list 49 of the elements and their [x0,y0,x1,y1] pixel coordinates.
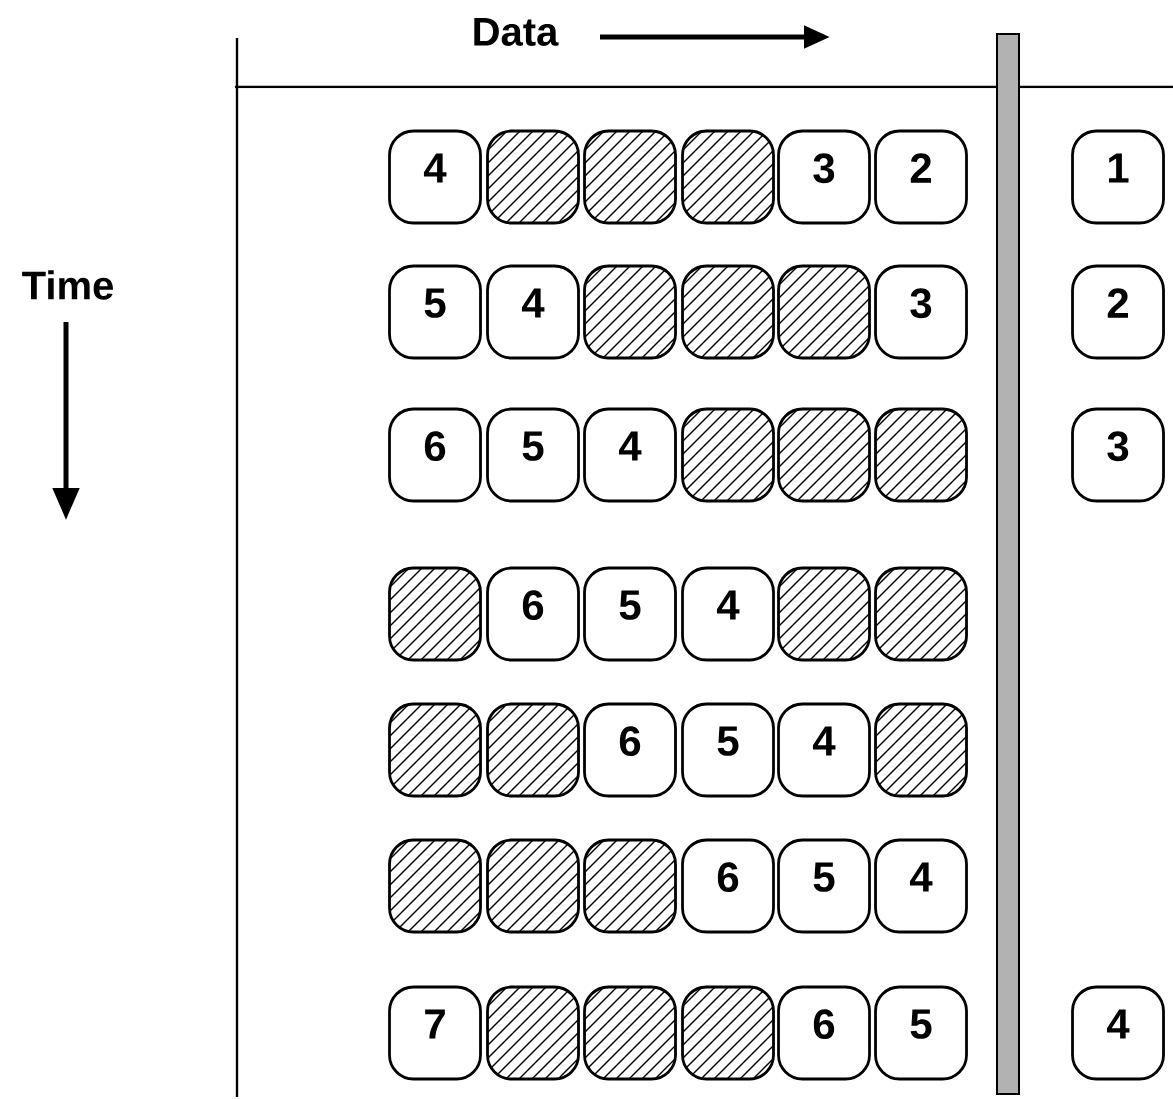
number-cell: 1 [1071,129,1165,225]
hatched-cell [486,129,580,225]
axis-label: Time [22,270,113,300]
hatched-cell [583,838,677,934]
hatched-cell [583,985,677,1081]
number-cell: 5 [583,566,677,662]
number-cell: 5 [486,407,580,503]
hatched-cell [777,407,871,503]
number-cell: 6 [777,985,871,1081]
hatched-cell [681,264,775,360]
number-cell: 3 [1071,407,1165,503]
number-cell: 3 [874,264,968,360]
number-cell: 4 [486,264,580,360]
number-cell: 6 [486,566,580,662]
hatched-cell [388,838,482,934]
hatched-cell [681,129,775,225]
number-cell: 4 [583,407,677,503]
number-cell: 6 [681,838,775,934]
hatched-cell [486,838,580,934]
number-cell: 3 [777,129,871,225]
number-cell: 5 [874,985,968,1081]
hatched-cell [583,129,677,225]
hatched-cell [486,702,580,798]
hatched-cell [874,407,968,503]
number-cell: 4 [874,838,968,934]
axis-label: Data [474,18,559,46]
hatched-cell [486,985,580,1081]
number-cell: 4 [777,702,871,798]
number-cell: 2 [874,129,968,225]
number-cell: 4 [1071,985,1165,1081]
hatched-cell [388,566,482,662]
number-cell: 5 [388,264,482,360]
hatched-cell [777,566,871,662]
number-cell: 6 [583,702,677,798]
number-cell: 5 [777,838,871,934]
hatched-cell [583,264,677,360]
number-cell: 5 [681,702,775,798]
hatched-cell [681,407,775,503]
hatched-cell [681,985,775,1081]
number-cell: 7 [388,985,482,1081]
number-cell: 6 [388,407,482,503]
hatched-cell [388,702,482,798]
number-cell: 2 [1071,264,1165,360]
hatched-cell [874,566,968,662]
number-cell: 4 [681,566,775,662]
shaded-bar [996,33,1020,1095]
number-cell: 4 [388,129,482,225]
hatched-cell [874,702,968,798]
hatched-cell [777,264,871,360]
